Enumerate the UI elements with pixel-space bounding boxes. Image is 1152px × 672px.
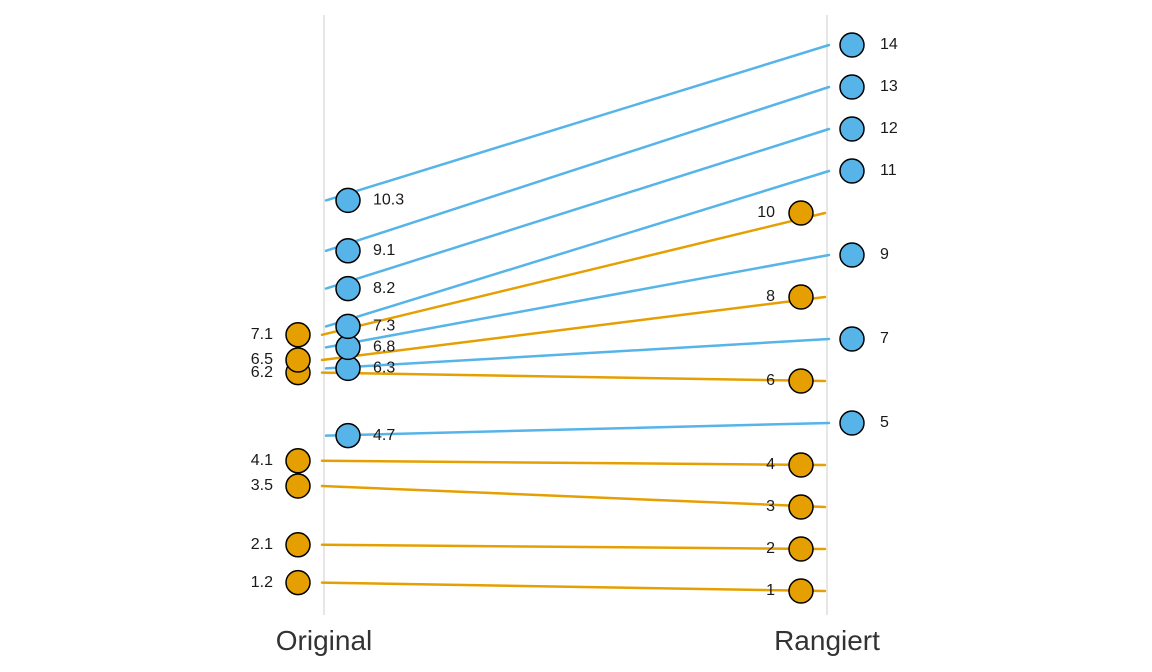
label-original-blue: 10.3 [373,192,404,209]
connector-lines [320,43,831,593]
connector-line-blue [324,337,831,370]
connector-line-blue [324,169,831,328]
label-original-blue: 6.8 [373,339,395,356]
label-rangiert-blue: 9 [880,246,889,263]
point-rangiert-orange [788,452,814,478]
point-rangiert-orange [788,578,814,604]
connector-line-orange [320,581,827,593]
point-original-orange [285,532,311,558]
connector-line-blue [324,127,831,290]
label-rangiert-orange: 8 [766,288,775,305]
point-original-blue [335,313,361,340]
label-original-orange: 7.1 [251,326,273,343]
label-original-blue: 6.3 [373,360,395,377]
label-original-blue: 4.7 [373,427,395,444]
label-rangiert-blue: 13 [880,78,898,95]
label-original-orange: 6.5 [251,351,273,368]
label-rangiert-blue: 12 [880,120,898,137]
point-rangiert-blue [839,158,865,184]
connector-line-blue [324,43,831,202]
point-original-blue [335,422,361,449]
point-original-orange [285,569,311,596]
point-rangiert-orange [788,368,814,394]
point-rangiert-blue [839,242,865,268]
point-original-blue [335,275,361,302]
x-tick-rangiert: Rangiert [774,625,880,656]
label-rangiert-orange: 6 [766,372,775,389]
connector-line-blue [324,421,831,437]
point-rangiert-orange [788,284,814,310]
point-rangiert-blue [839,410,865,436]
label-original-orange: 2.1 [251,536,273,553]
point-original-orange [285,473,311,499]
connector-line-orange [320,371,827,383]
point-original-blue [335,238,361,264]
x-tick-original: Original [276,625,372,656]
label-original-orange: 6.2 [251,364,273,381]
label-rangiert-orange: 3 [766,498,775,515]
connector-line-orange [320,211,827,337]
label-original-orange: 4.1 [251,452,273,469]
label-original-blue: 8.2 [373,280,395,297]
connector-line-orange [320,484,827,509]
point-rangiert-blue [839,74,865,100]
point-original-orange [285,448,311,474]
label-rangiert-blue: 14 [880,36,898,53]
point-rangiert-orange [788,536,814,562]
label-rangiert-orange: 2 [766,540,775,557]
point-original-orange [285,322,311,348]
label-rangiert-blue: 7 [880,330,889,347]
connector-line-orange [320,543,827,551]
point-rangiert-blue [839,326,865,352]
label-rangiert-blue: 5 [880,414,889,431]
label-rangiert-orange: 1 [766,582,775,599]
connector-line-orange [320,295,827,362]
point-rangiert-orange [788,494,814,520]
point-original-orange [285,347,311,373]
label-original-blue: 9.1 [373,242,395,259]
label-original-orange: 3.5 [251,477,273,494]
point-rangiert-blue [839,116,865,142]
label-original-orange: 1.2 [251,574,273,591]
point-original-blue [335,187,361,214]
label-rangiert-orange: 4 [766,456,775,473]
data-labels: 1.2 1 2.1 2 3.5 3 4.1 4 6.2 6 6.5 8 7.1 10 4.7 5 6.3 7 6.8… [251,36,898,599]
label-original-blue: 7.3 [373,318,395,335]
data-points [285,32,865,604]
connector-line-blue [324,85,831,253]
point-rangiert-blue [839,32,865,58]
connector-line-blue [324,253,831,349]
point-rangiert-orange [788,200,814,226]
label-rangiert-blue: 11 [880,162,897,179]
connector-line-orange [320,459,827,467]
label-rangiert-orange: 10 [757,204,775,221]
